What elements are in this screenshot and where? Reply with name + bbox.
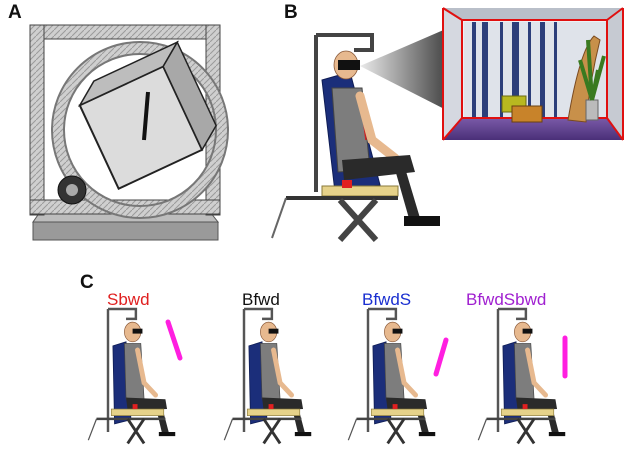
panel-b-letter: B	[284, 2, 298, 23]
condition-label-sbwd: Sbwd	[107, 290, 150, 309]
condition-figure-bfwdsbwd	[478, 309, 565, 443]
panel-a-letter: A	[8, 2, 22, 23]
condition-figure-sbwd	[88, 309, 175, 443]
virtual-room-scene	[442, 7, 624, 141]
condition-label-bfwds: BfwdS	[362, 290, 412, 309]
condition-figure-bfwd	[224, 309, 311, 443]
panel-c-letter: C	[80, 272, 94, 293]
rotating-device-illustration	[29, 24, 229, 241]
participant-seated-illustration	[271, 22, 462, 243]
condition-label-bfwdsbwd: BfwdSbwd	[466, 290, 547, 309]
condition-label-bfwd: Bfwd	[242, 290, 280, 309]
condition-figure-bfwds	[348, 309, 435, 443]
tilt-indicator-bfwds	[433, 337, 449, 377]
tilt-indicator-sbwd	[165, 319, 183, 361]
